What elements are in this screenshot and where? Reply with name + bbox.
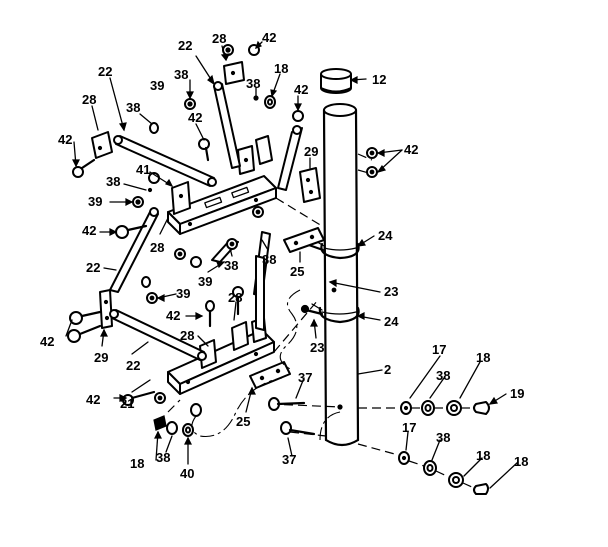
callout-42: 42 bbox=[58, 132, 72, 147]
hardware-row-lower bbox=[398, 451, 489, 495]
callout-38: 38 bbox=[126, 100, 140, 115]
callout-28: 28 bbox=[212, 31, 226, 46]
callout-22: 22 bbox=[98, 64, 112, 79]
callout-38: 38 bbox=[246, 76, 260, 91]
callout-42: 42 bbox=[404, 142, 418, 157]
callout-38: 38 bbox=[106, 174, 120, 189]
callout-29: 29 bbox=[304, 144, 318, 159]
parts-artwork bbox=[67, 44, 490, 495]
callout-19: 19 bbox=[510, 386, 524, 401]
callout-18: 18 bbox=[476, 350, 490, 365]
callout-21: 21 bbox=[120, 396, 134, 411]
callout-39: 39 bbox=[150, 78, 164, 93]
callout-41: 41 bbox=[136, 162, 150, 177]
hardware-upper-right bbox=[366, 147, 378, 178]
callout-40: 40 bbox=[180, 466, 194, 481]
callout-18: 18 bbox=[514, 454, 528, 469]
callout-25: 25 bbox=[236, 414, 250, 429]
alignment-lines bbox=[269, 153, 405, 457]
callout-39: 39 bbox=[88, 194, 102, 209]
callout-2: 2 bbox=[384, 362, 391, 377]
hardware-row-upper bbox=[400, 400, 490, 416]
callout-42: 42 bbox=[82, 223, 96, 238]
callout-28: 28 bbox=[150, 240, 164, 255]
callout-38: 38 bbox=[174, 67, 188, 82]
callout-28: 28 bbox=[228, 290, 242, 305]
callout-23: 23 bbox=[310, 340, 324, 355]
callout-28: 28 bbox=[180, 328, 194, 343]
corner-plates bbox=[91, 61, 321, 329]
main-post bbox=[322, 103, 360, 447]
callout-42: 42 bbox=[188, 110, 202, 125]
callout-42: 42 bbox=[40, 334, 54, 349]
clamp-bolts bbox=[300, 238, 325, 316]
hardware-upper bbox=[72, 44, 304, 268]
callout-23: 23 bbox=[384, 284, 398, 299]
callout-38: 38 bbox=[224, 258, 238, 273]
callout-17: 17 bbox=[432, 342, 446, 357]
callout-24: 24 bbox=[384, 314, 399, 329]
callout-22: 22 bbox=[126, 358, 140, 373]
callout-28: 28 bbox=[82, 92, 96, 107]
callout-37: 37 bbox=[282, 452, 296, 467]
callout-22: 22 bbox=[86, 260, 100, 275]
callout-42: 42 bbox=[262, 30, 276, 45]
clamp-plate-upper bbox=[283, 227, 325, 253]
callout-42: 42 bbox=[166, 308, 180, 323]
callout-18: 18 bbox=[130, 456, 144, 471]
callout-labels: 12 28 42 22 38 38 18 22 39 42 28 38 42 4… bbox=[40, 30, 528, 481]
lower-struts bbox=[109, 255, 265, 361]
callout-39: 39 bbox=[198, 274, 212, 289]
hardware-lower-left bbox=[153, 399, 202, 437]
callout-37: 37 bbox=[298, 370, 312, 385]
callout-38: 38 bbox=[262, 252, 276, 267]
post-cap bbox=[320, 68, 352, 94]
callout-38: 38 bbox=[156, 450, 170, 465]
callout-25: 25 bbox=[290, 264, 304, 279]
leader-lines bbox=[65, 40, 519, 489]
callout-38: 38 bbox=[436, 430, 450, 445]
callout-42: 42 bbox=[86, 392, 100, 407]
hardware-lower bbox=[67, 276, 244, 406]
upper-crossbar bbox=[167, 175, 323, 235]
callout-18: 18 bbox=[476, 448, 490, 463]
clamp-plate-lower bbox=[249, 361, 291, 389]
carriage-bolts bbox=[268, 397, 316, 436]
callout-29: 29 bbox=[94, 350, 108, 365]
callout-12: 12 bbox=[372, 72, 386, 87]
callout-42: 42 bbox=[294, 82, 308, 97]
callout-39: 39 bbox=[176, 286, 190, 301]
callout-24: 24 bbox=[378, 228, 393, 243]
callout-17: 17 bbox=[402, 420, 416, 435]
callout-38: 38 bbox=[436, 368, 450, 383]
callout-18: 18 bbox=[274, 61, 288, 76]
callout-22: 22 bbox=[178, 38, 192, 53]
